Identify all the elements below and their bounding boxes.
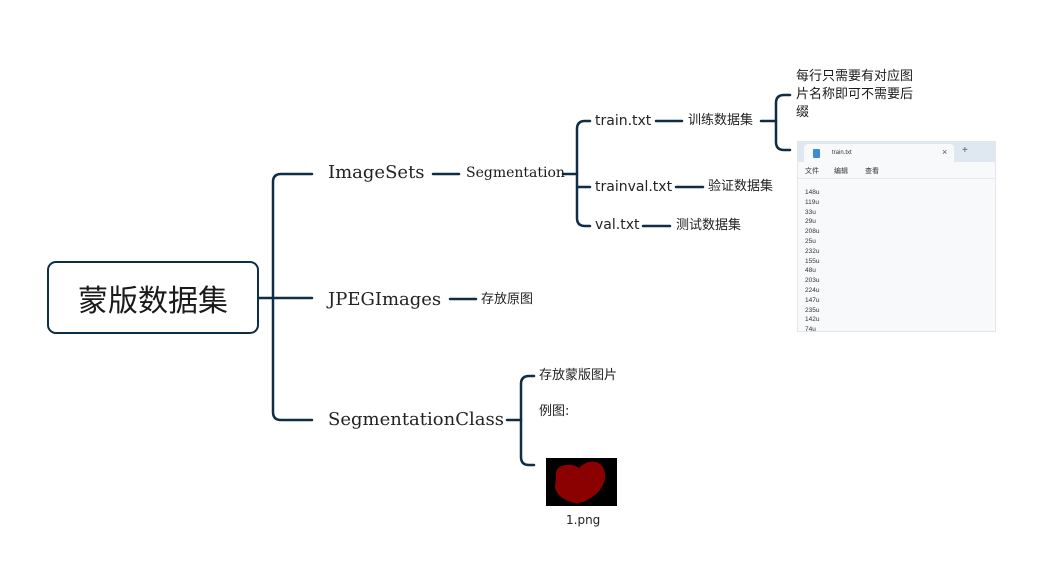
notepad-tab-title: train.txt <box>832 150 852 156</box>
node-trainval-desc[interactable]: 验证数据集 <box>708 179 774 194</box>
connector-segclass-trunk <box>519 374 536 467</box>
notepad-line: 147u <box>805 296 820 304</box>
notepad-line: 224u <box>805 286 820 294</box>
connector-level1-trunk <box>271 172 314 422</box>
node-trainval[interactable]: trainval.txt <box>595 179 673 195</box>
node-train[interactable]: train.txt <box>595 113 652 129</box>
connector-note-trunk <box>774 93 792 152</box>
notepad-tabbar: train.txt × + <box>798 142 995 162</box>
notepad-tab: train.txt × <box>804 144 954 162</box>
notepad-line: 232u <box>805 247 820 255</box>
node-segmentation[interactable]: Segmentation <box>466 165 565 181</box>
mask-image-thumbnail[interactable] <box>546 458 617 506</box>
menu-edit: 编辑 <box>834 168 848 175</box>
node-segmentationclass[interactable]: SegmentationClass <box>328 409 504 430</box>
notepad-screenshot: train.txt × + 文件 编辑 查看 148u 119u 33u 29u 208… <box>797 141 996 332</box>
notepad-line: 142u <box>805 316 820 324</box>
node-example-label[interactable]: 例图: <box>539 404 570 419</box>
notepad-menubar: 文件 编辑 查看 <box>798 162 995 179</box>
new-tab-icon: + <box>962 145 968 156</box>
node-val[interactable]: val.txt <box>595 217 640 233</box>
node-jpegimages[interactable]: JPEGImages <box>328 289 442 310</box>
node-train-desc[interactable]: 训练数据集 <box>688 113 754 128</box>
notepad-line: 155u <box>805 257 820 265</box>
node-segclass-desc[interactable]: 存放蒙版图片 <box>539 368 618 383</box>
notepad-line: 29u <box>805 218 816 226</box>
node-note[interactable]: 每行只需要有对应图片名称即可不需要后缀 <box>796 69 914 120</box>
root-label: 蒙版数据集 <box>78 283 228 319</box>
connector-files-trunk <box>575 119 592 228</box>
notepad-line: 208u <box>805 228 820 236</box>
node-imagesets[interactable]: ImageSets <box>328 162 425 183</box>
root-node[interactable]: 蒙版数据集 <box>47 261 259 334</box>
mask-shape <box>555 461 606 503</box>
file-icon <box>813 149 820 158</box>
notepad-line: 25u <box>805 237 816 245</box>
notepad-line: 203u <box>805 277 820 285</box>
notepad-line: 74u <box>805 326 816 332</box>
notepad-line: 33u <box>805 208 816 216</box>
node-jpeg-desc[interactable]: 存放原图 <box>481 292 534 307</box>
close-icon: × <box>942 147 948 157</box>
notepad-line: 148u <box>805 189 820 196</box>
menu-file: 文件 <box>805 168 819 175</box>
mask-image-caption: 1.png <box>566 513 601 527</box>
notepad-line: 119u <box>805 198 819 206</box>
menu-view: 查看 <box>865 168 879 175</box>
notepad-line: 48u <box>805 267 816 275</box>
notepad-line: 235u <box>805 306 820 314</box>
node-val-desc[interactable]: 测试数据集 <box>676 218 742 233</box>
